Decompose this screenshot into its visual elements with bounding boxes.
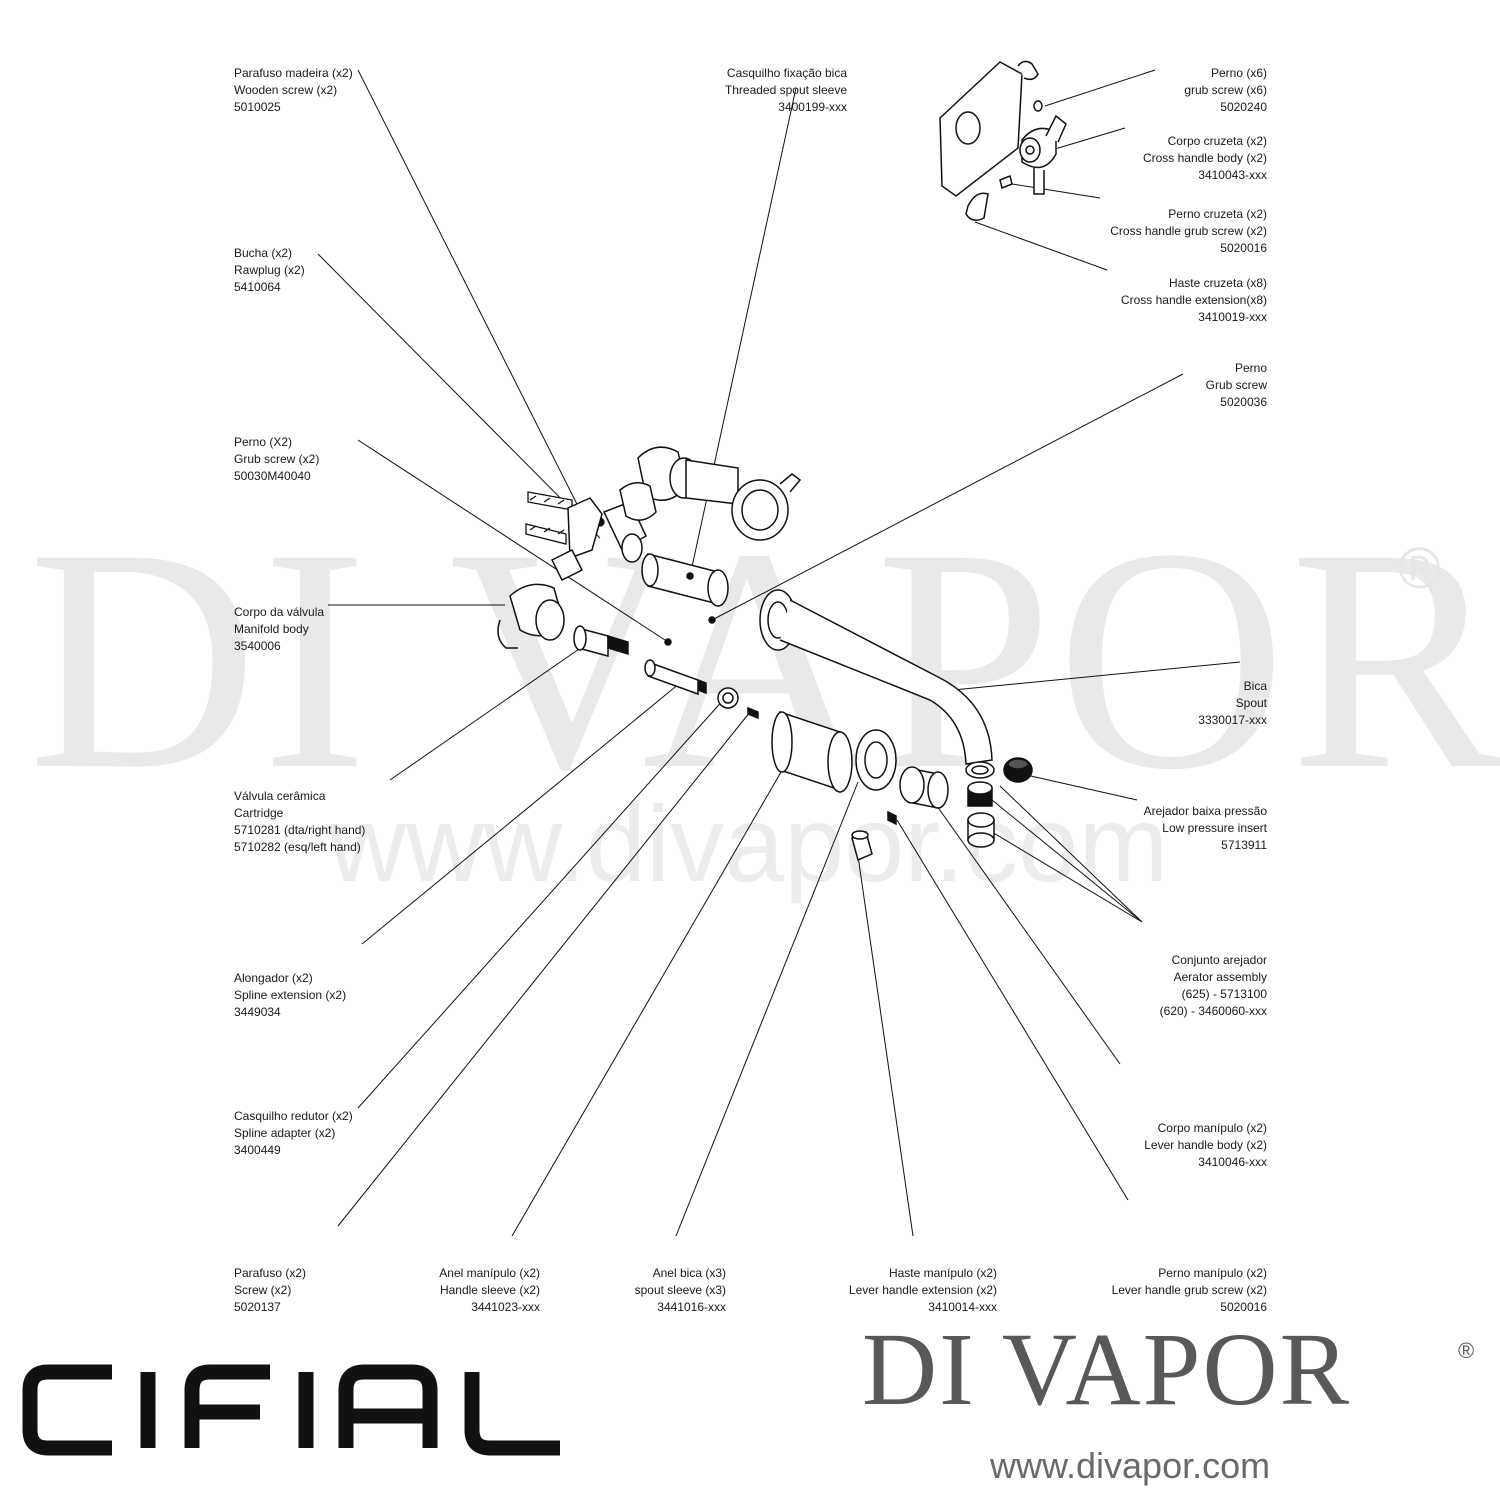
cross-handle-body-part bbox=[965, 100, 1067, 221]
cifial-logo bbox=[22, 1364, 560, 1456]
cartridge-part bbox=[573, 625, 629, 657]
leader-screw bbox=[337, 711, 751, 1227]
lever-handle-body-part bbox=[899, 766, 949, 809]
screw-part bbox=[747, 706, 759, 720]
label-cross-handle-grub-screw: Perno cruzeta (x2)Cross handle grub scre… bbox=[1110, 207, 1267, 255]
label-spout-sleeve: Anel bica (x3)spout sleeve (x3)3441016-x… bbox=[634, 1266, 726, 1314]
leader-grub-screw-x6 bbox=[1044, 69, 1156, 107]
label-grub-screw-x6: Perno (x6)grub screw (x6)5020240 bbox=[1184, 66, 1267, 114]
label-screw: Parafuso (x2)Screw (x2)5020137 bbox=[234, 1266, 307, 1314]
lever-extension-part bbox=[851, 830, 873, 862]
leader-spout-sleeve bbox=[675, 781, 859, 1237]
leader-wood-screw bbox=[357, 69, 586, 521]
leader-cartridge bbox=[389, 637, 596, 781]
low-pressure-insert-part bbox=[1003, 757, 1033, 783]
leader-spline-adapter bbox=[357, 697, 726, 1109]
leader-cross-handle-ext bbox=[974, 221, 1108, 271]
leader-rawplug bbox=[317, 253, 601, 539]
label-lever-handle-body: Corpo manípulo (x2)Lever handle body (x2… bbox=[1144, 1121, 1267, 1169]
label-spline-extension: Alongador (x2)Spline extension (x2)34490… bbox=[234, 971, 347, 1019]
leader-lines bbox=[317, 69, 1241, 1237]
leader-handle-sleeve bbox=[511, 747, 796, 1237]
cross-handle-plate bbox=[939, 60, 1039, 197]
label-handle-sleeve: Anel manípulo (x2)Handle sleeve (x2)3441… bbox=[439, 1266, 540, 1314]
brand-registered-mark: ® bbox=[1458, 1338, 1475, 1363]
leader-lever-body bbox=[926, 791, 1121, 1065]
lever-grub-screw-part bbox=[887, 810, 897, 826]
leader-aerator-2 bbox=[991, 799, 1143, 923]
manifold-body-part bbox=[497, 446, 802, 649]
label-spline-adapter: Casquilho redutor (x2)Spline adapter (x2… bbox=[234, 1109, 353, 1157]
leader-aerator-1 bbox=[999, 785, 1143, 923]
threaded-spout-sleeve-part bbox=[641, 553, 729, 607]
label-lever-handle-grub-screw: Perno manípulo (x2)Lever handle grub scr… bbox=[1111, 1266, 1267, 1314]
spout-part bbox=[664, 589, 993, 765]
leader-cross-handle-body bbox=[1044, 127, 1126, 153]
label-rawplug: Bucha (x2)Rawplug (x2)5410064 bbox=[234, 246, 305, 294]
leader-cross-handle-grub bbox=[1011, 183, 1101, 199]
label-cross-handle-body: Corpo cruzeta (x2)Cross handle body (x2)… bbox=[1142, 134, 1267, 182]
leader-lever-grub bbox=[896, 819, 1129, 1201]
leader-grub-screw-spout bbox=[711, 373, 1184, 621]
label-wooden-screw: Parafuso madeira (x2)Wooden screw (x2)50… bbox=[234, 66, 353, 114]
leader-spout bbox=[952, 661, 1241, 691]
spline-extension-part bbox=[644, 659, 707, 696]
label-lever-handle-extension: Haste manípulo (x2)Lever handle extensio… bbox=[848, 1266, 997, 1314]
brand-url: www.divapor.com bbox=[990, 1445, 1271, 1486]
leader-spline-ext bbox=[361, 682, 681, 945]
spline-adapter-part bbox=[717, 687, 739, 709]
leader-grub-screw-x2 bbox=[357, 439, 666, 641]
leader-aerator-3 bbox=[991, 831, 1143, 923]
handle-sleeve-part bbox=[771, 710, 853, 793]
label-cross-handle-extension: Haste cruzeta (x8)Cross handle extension… bbox=[1120, 276, 1267, 324]
brand-name: DI VAPOR bbox=[862, 1312, 1351, 1427]
leader-lever-ext bbox=[857, 855, 914, 1237]
aerator-assembly-part bbox=[965, 761, 995, 848]
spout-sleeve-ring-part bbox=[855, 729, 897, 791]
leader-low-pressure bbox=[1021, 773, 1138, 801]
label-grub-screw-x2: Perno (X2)Grub screw (x2)50030M40040 bbox=[234, 435, 320, 483]
